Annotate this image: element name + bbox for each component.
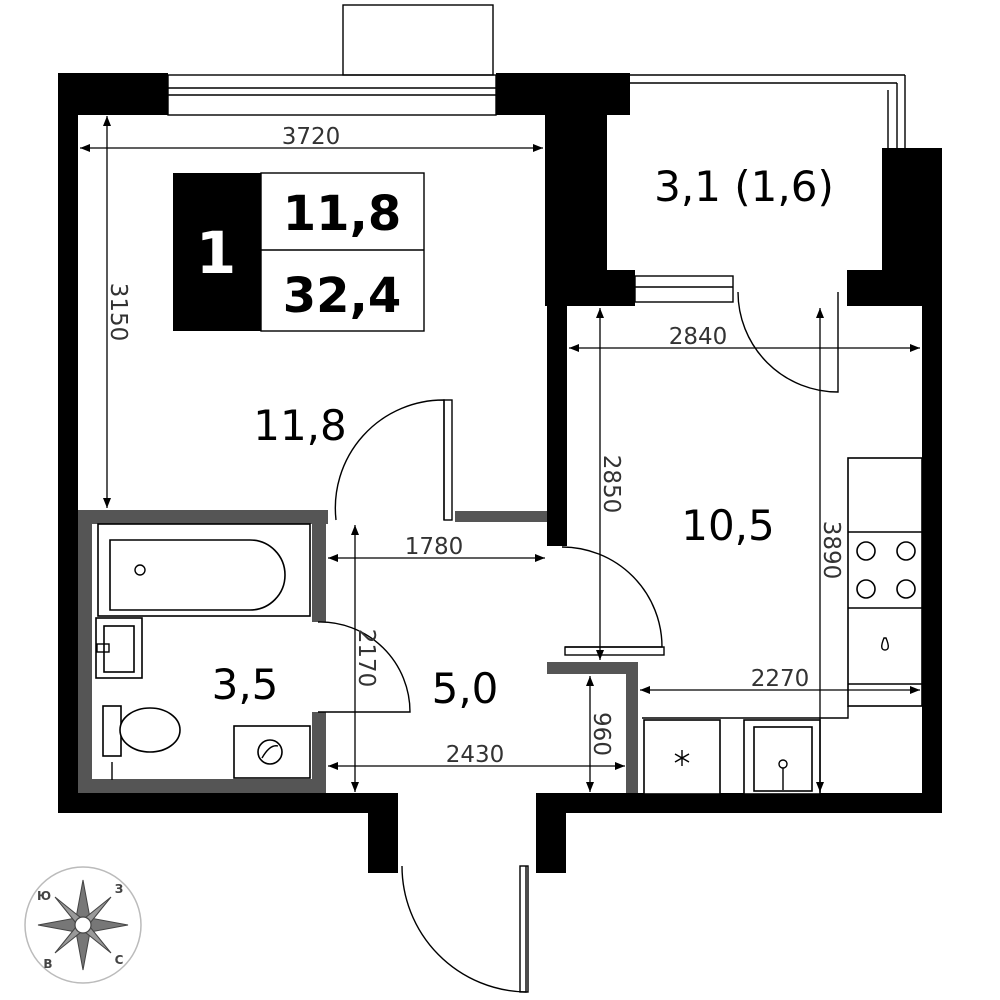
- dim-entry-width: 2430: [446, 742, 505, 768]
- bathtub-icon: [97, 523, 311, 617]
- room-area-bathroom: 3,5: [212, 660, 279, 709]
- compass-west: В: [43, 957, 52, 971]
- stove-icon: [856, 541, 916, 599]
- washing-machine-icon: [233, 725, 311, 779]
- badge-total-area: 32,4: [283, 268, 401, 324]
- room-area-kitchen: 10,5: [681, 501, 775, 550]
- toilet-icon: [102, 705, 181, 780]
- dim-living-depth: 3150: [105, 283, 131, 342]
- dim-niche-depth: 960: [588, 712, 614, 756]
- apartment-badge: 1 11,8 32,4: [173, 172, 425, 332]
- fridge-icon: [643, 719, 721, 795]
- entrance-door[interactable]: [401, 865, 527, 993]
- room-area-hall: 5,0: [432, 664, 499, 713]
- dim-living-width: 3720: [282, 124, 341, 150]
- doors[interactable]: [317, 291, 839, 993]
- dim-hall-width: 1780: [405, 534, 464, 560]
- sink-icon: [95, 617, 143, 679]
- dim-kitchen-length: 3890: [818, 521, 844, 580]
- balcony-glazing: [167, 4, 906, 150]
- dim-kitchen-width: 2840: [669, 324, 728, 350]
- kitchen-sink-icon: [743, 719, 821, 795]
- dim-hall-depth: 2170: [353, 629, 379, 688]
- counter-outline: [642, 706, 849, 719]
- compass-south: С: [115, 953, 124, 967]
- walls: [58, 73, 942, 873]
- compass-east: З: [115, 882, 124, 896]
- bathroom-walls: [78, 510, 638, 793]
- room-area-living: 11,8: [253, 401, 347, 450]
- dim-kitchen-depth: 2850: [598, 455, 624, 514]
- living-room-door[interactable]: [334, 399, 445, 521]
- badge-living-area: 11,8: [283, 186, 401, 242]
- bathroom-door[interactable]: [317, 621, 411, 713]
- compass-north: Ю: [37, 889, 51, 903]
- dimension-lines: [80, 116, 920, 792]
- kitchen-door[interactable]: [561, 546, 663, 648]
- balcony-door[interactable]: [737, 291, 839, 393]
- compass-rose-icon: Ю З С В: [24, 866, 142, 984]
- kitchen-balcony-window: [634, 275, 734, 303]
- kitchen-sink-small: [881, 637, 889, 651]
- dim-kitchen-counter: 2270: [751, 666, 810, 692]
- badge-room-count: 1: [196, 219, 236, 287]
- room-area-balcony: 3,1 (1,6): [654, 162, 834, 211]
